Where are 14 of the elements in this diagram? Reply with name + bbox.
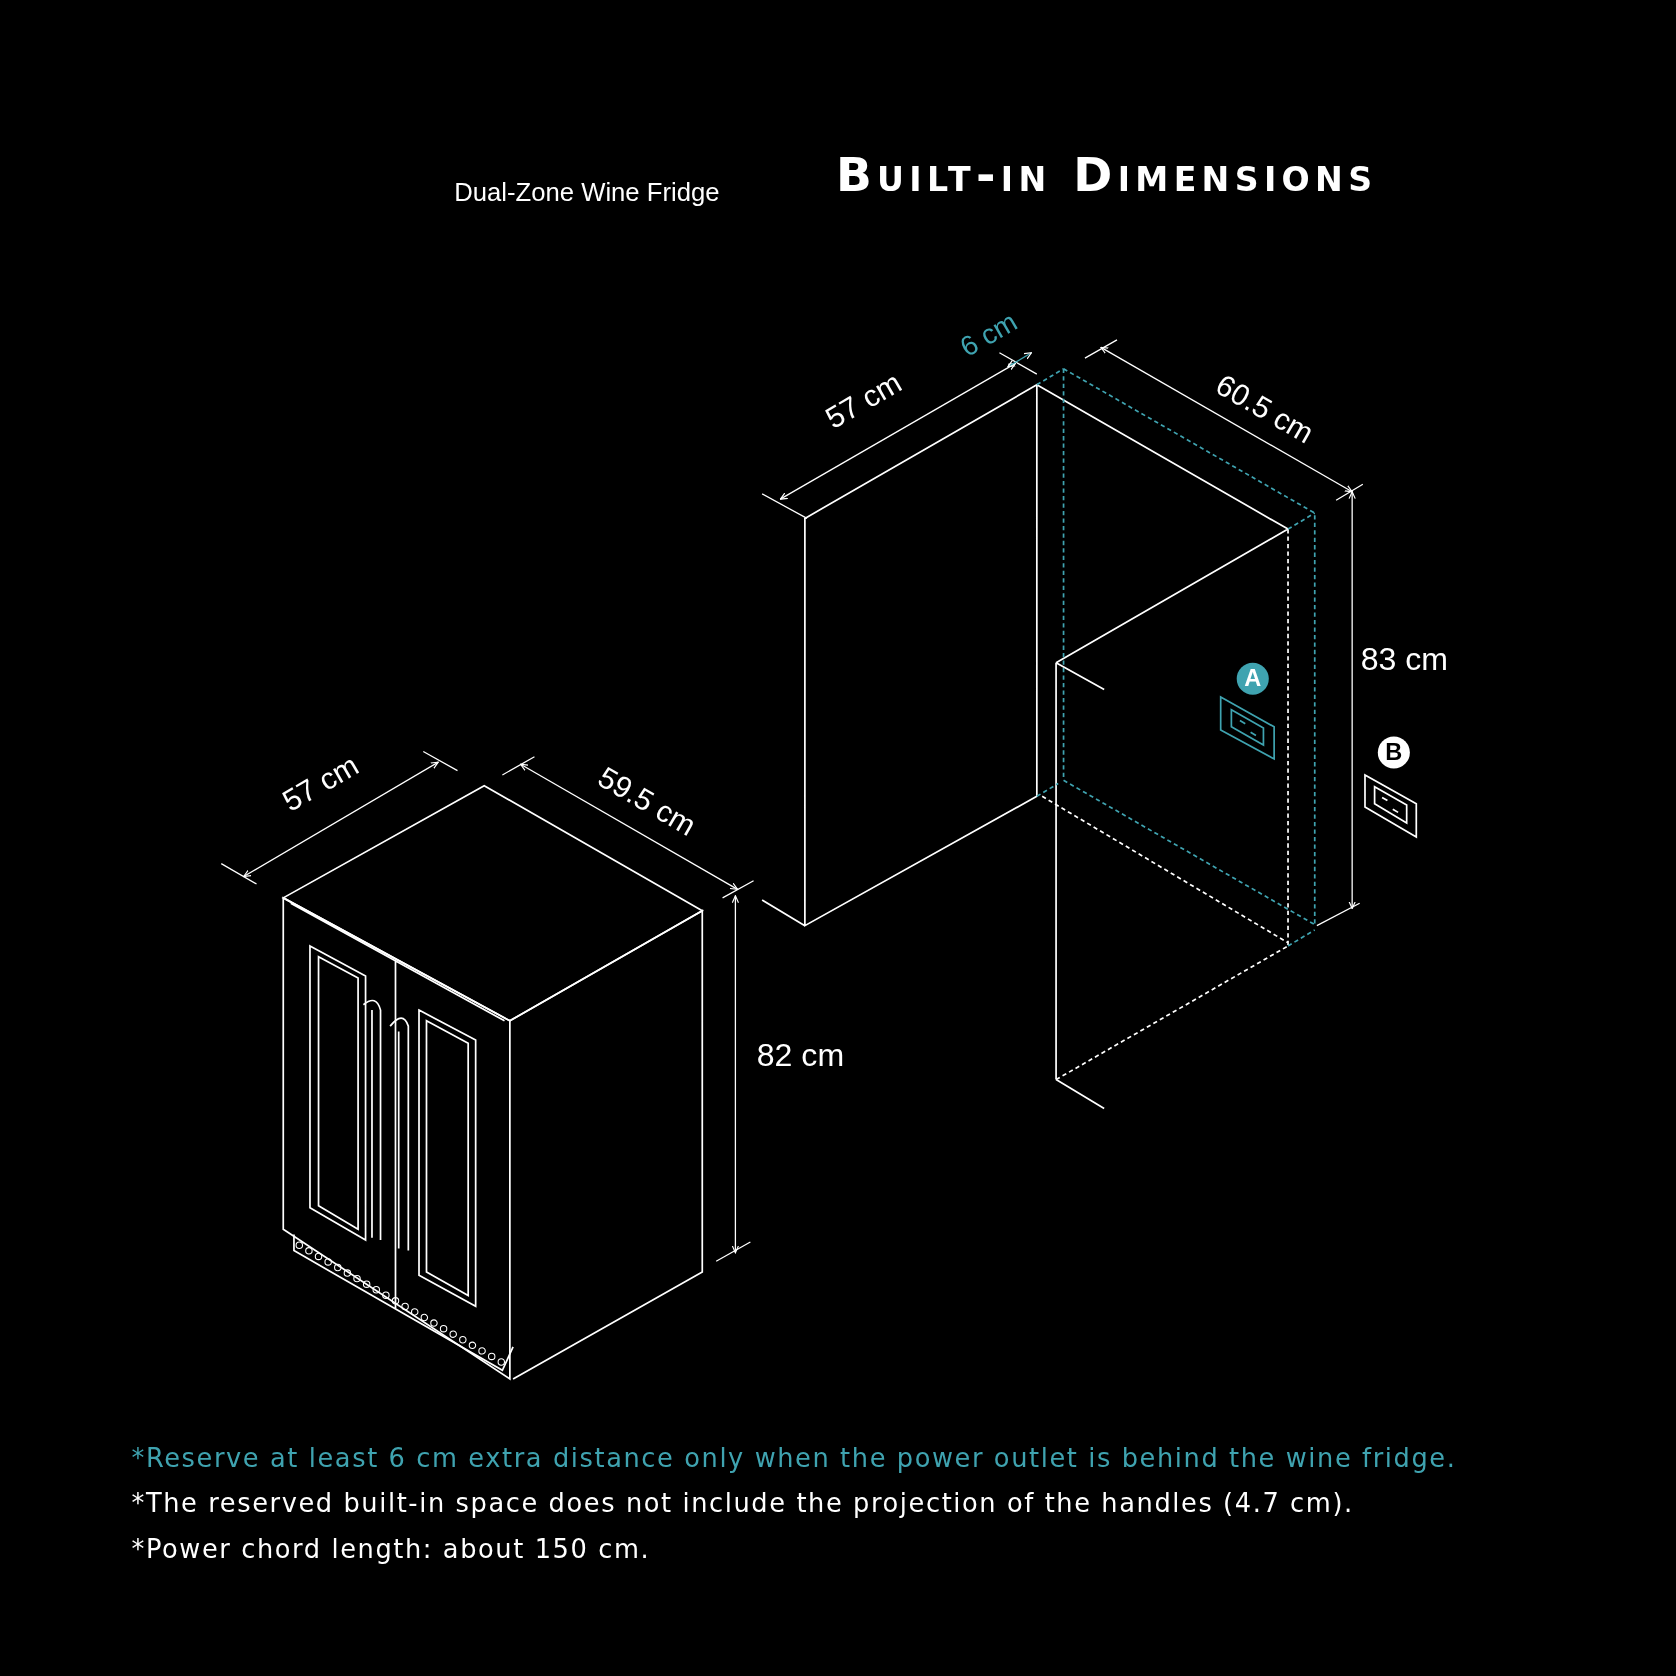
callout-letter: B	[1377, 736, 1410, 769]
footnote: *Reserve at least 6 cm extra distance only when the power outlet is behind the wine fridge.	[131, 1443, 1457, 1473]
dimension-label: 82 cm	[756, 1036, 845, 1074]
heading: Built-in Dimensions	[835, 147, 1378, 202]
dimension-label: 57 cm	[276, 748, 365, 819]
subtitle: Dual-Zone Wine Fridge	[454, 177, 720, 208]
footnote: *Power chord length: about 150 cm.	[131, 1534, 651, 1565]
dimension-label: 83 cm	[1360, 641, 1449, 678]
dimension-label: 60.5 cm	[1209, 367, 1320, 451]
dimension-label: 59.5 cm	[592, 760, 702, 844]
footnote: *The reserved built-in space does not include the projection of the handles (4.7 cm).	[131, 1489, 1354, 1519]
dimension-label: 6 cm	[954, 305, 1024, 364]
dimension-label: 57 cm	[819, 365, 908, 436]
callout-letter: A	[1236, 662, 1269, 695]
